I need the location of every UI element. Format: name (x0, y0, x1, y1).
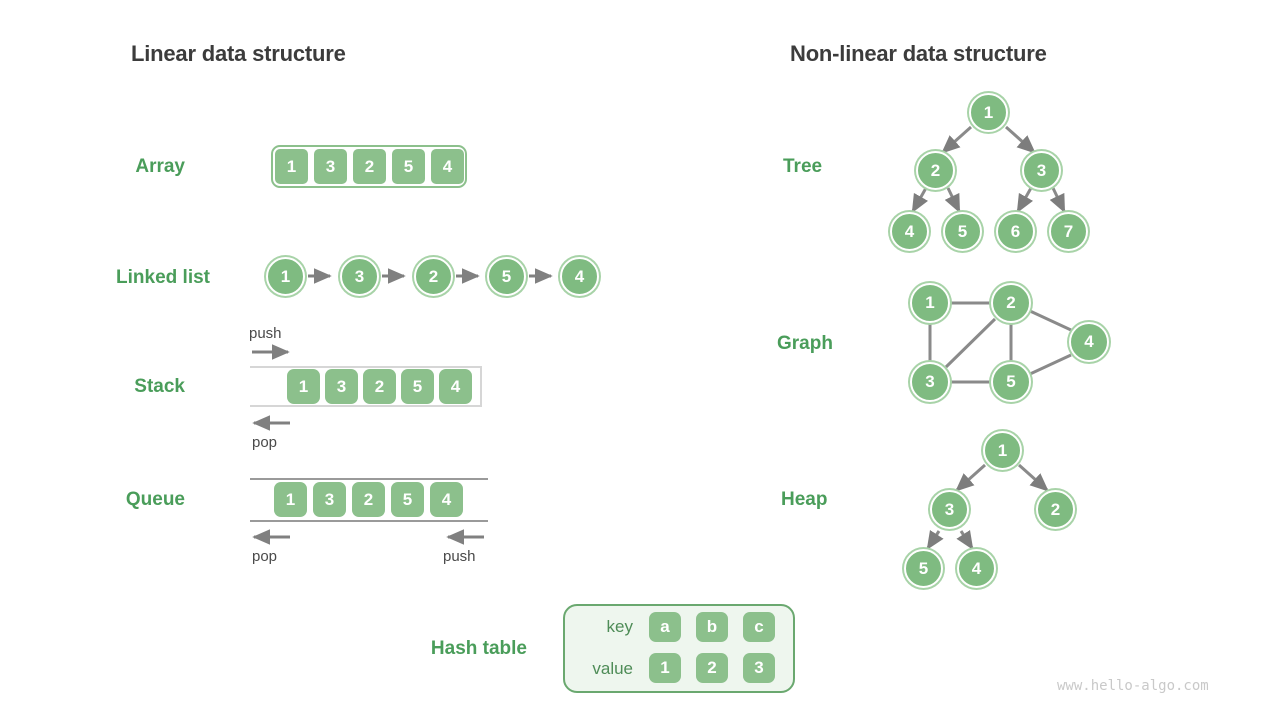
queue-cell: 3 (313, 482, 346, 517)
stack-cell: 4 (439, 369, 472, 404)
linked-list-node: 2 (414, 257, 453, 296)
heap-node: 5 (904, 549, 943, 588)
array-cell: 1 (275, 149, 308, 184)
queue-push-label: push (443, 548, 476, 565)
hash-key-label: key (606, 617, 633, 636)
array-label: Array (135, 156, 185, 177)
tree-node: 3 (1022, 151, 1061, 190)
heap-node: 1 (983, 431, 1022, 470)
linked-list-node: 4 (560, 257, 599, 296)
stack-label: Stack (134, 376, 185, 397)
hash-key-cell: b (696, 612, 728, 642)
stack-cell: 5 (401, 369, 434, 404)
graph-node: 4 (1069, 322, 1109, 362)
stack-pop-label: pop (252, 434, 278, 451)
nonlinear-section-title: Non-linear data structure (790, 41, 1047, 66)
stack-cell: 2 (363, 369, 396, 404)
heap-node: 3 (930, 490, 969, 529)
array-frame (271, 145, 467, 188)
tree-label: Tree (783, 156, 823, 177)
heap-node: 2 (1036, 490, 1075, 529)
linked-list-node: 5 (487, 257, 526, 296)
queue-cell: 4 (430, 482, 463, 517)
linked-list-node: 3 (340, 257, 379, 296)
stack-push-label: push (249, 325, 282, 342)
linked-list-label: Linked list (116, 267, 210, 288)
stack-cell: 3 (325, 369, 358, 404)
tree-node: 7 (1049, 212, 1088, 251)
array-cell: 3 (314, 149, 347, 184)
watermark: www.hello-algo.com (1057, 678, 1209, 694)
linked-list-node: 1 (266, 257, 305, 296)
hash-key-cell: a (649, 612, 681, 642)
queue-cell: 2 (352, 482, 385, 517)
heap-label: Heap (781, 489, 828, 510)
array-cell: 2 (353, 149, 386, 184)
hash-value-cell: 1 (649, 653, 681, 683)
hash-value-cell: 3 (743, 653, 775, 683)
hash-table-label: Hash table (430, 638, 527, 659)
graph-node: 2 (991, 283, 1031, 323)
queue-label: Queue (125, 489, 185, 510)
hash-value-label: value (592, 659, 633, 678)
tree-node: 5 (943, 212, 982, 251)
stack-frame (250, 366, 482, 407)
array-cell: 5 (392, 149, 425, 184)
linear-section-title: Linear data structure (131, 41, 346, 66)
graph-node: 5 (991, 362, 1031, 402)
tree-node: 4 (890, 212, 929, 251)
graph-label: Graph (777, 333, 833, 354)
stack-cell: 1 (287, 369, 320, 404)
queue-cell: 1 (274, 482, 307, 517)
graph-node: 3 (910, 362, 950, 402)
graph-node: 1 (910, 283, 950, 323)
queue-pop-label: pop (252, 548, 278, 565)
hash-value-cell: 2 (696, 653, 728, 683)
hash-key-cell: c (743, 612, 775, 642)
array-cell: 4 (431, 149, 464, 184)
tree-node: 1 (969, 93, 1008, 132)
heap-node: 4 (957, 549, 996, 588)
tree-node: 6 (996, 212, 1035, 251)
queue-frame (250, 478, 488, 522)
queue-cell: 5 (391, 482, 424, 517)
tree-node: 2 (916, 151, 955, 190)
